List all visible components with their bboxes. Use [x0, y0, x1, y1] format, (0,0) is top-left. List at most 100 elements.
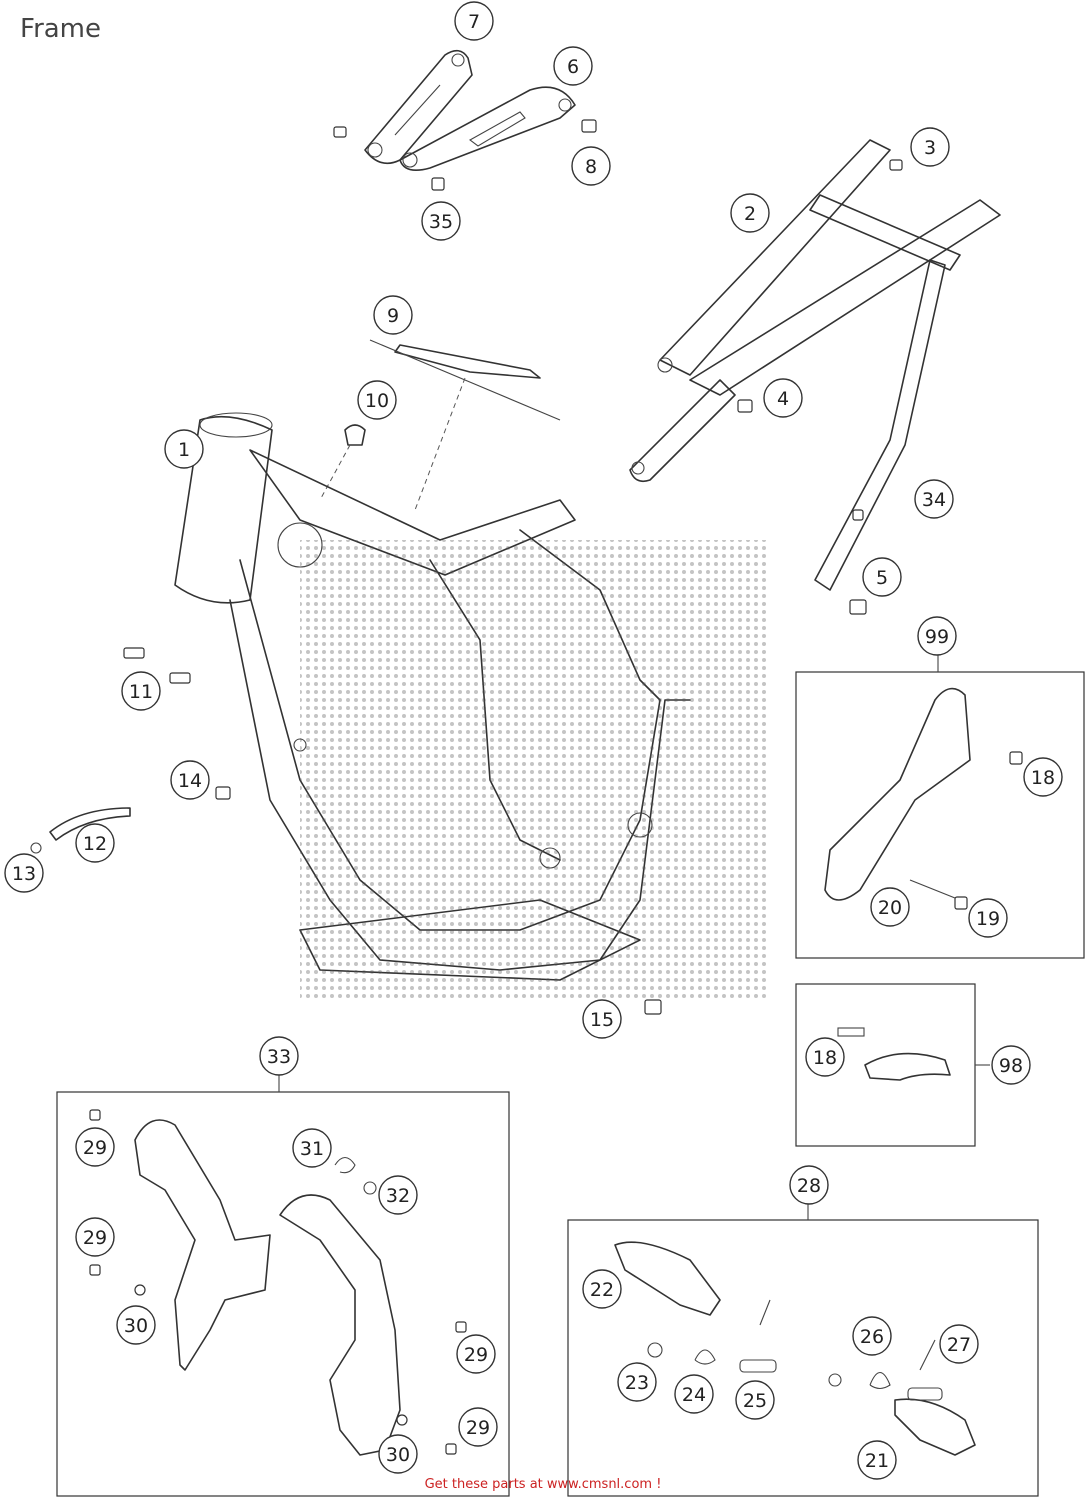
callout-label: 11 — [129, 681, 153, 703]
callout-label: 13 — [12, 863, 36, 885]
callout-label: 7 — [468, 11, 480, 33]
callout-25: 25 — [735, 1380, 775, 1420]
callout-label: 98 — [999, 1055, 1023, 1077]
callout-15: 15 — [582, 999, 622, 1039]
callout-9: 9 — [373, 295, 413, 335]
callout-circle — [553, 46, 593, 86]
callout-label: 34 — [922, 489, 946, 511]
part-subframe-2 — [629, 139, 1001, 591]
watermark-pattern — [300, 540, 770, 1000]
callout-28: 28 — [789, 1165, 829, 1205]
nut-34 — [852, 509, 864, 521]
callout-circle — [421, 201, 461, 241]
callout-31: 31 — [292, 1128, 332, 1168]
bolt-15 — [644, 999, 662, 1015]
callout-circle — [456, 1334, 496, 1374]
callout-circle — [116, 1305, 156, 1345]
callout-29c: 29 — [456, 1334, 496, 1374]
hose-12 — [49, 807, 131, 841]
callout-label: 28 — [797, 1175, 821, 1197]
bolt-3 — [889, 159, 903, 171]
callout-label: 22 — [590, 1279, 614, 1301]
callout-29d: 29 — [458, 1407, 498, 1447]
callout-circle — [259, 1036, 299, 1076]
callout-23: 23 — [617, 1362, 657, 1402]
nut-14 — [215, 786, 231, 800]
callout-circle — [582, 999, 622, 1039]
callout-label: 29 — [466, 1417, 490, 1439]
footer-link[interactable]: Get these parts at www.cmsnl.com ! — [424, 1477, 662, 1492]
clip-10 — [319, 424, 366, 501]
screws-29 — [89, 1109, 467, 1455]
callout-label: 24 — [682, 1384, 706, 1406]
callout-30b: 30 — [378, 1434, 418, 1474]
callout-label: 25 — [743, 1390, 767, 1412]
callout-label: 31 — [300, 1138, 324, 1160]
callout-circle — [582, 1269, 622, 1309]
callout-7: 7 — [454, 1, 494, 41]
callout-3: 3 — [910, 127, 950, 167]
page-title: Frame — [20, 14, 102, 44]
nut-18-stand — [1009, 751, 1023, 765]
callout-circle — [378, 1175, 418, 1215]
callout-circle — [939, 1324, 979, 1364]
cotter-pin-27 — [919, 1339, 936, 1371]
callout-label: 20 — [878, 897, 902, 919]
callout-32: 32 — [378, 1175, 418, 1215]
bolt-7 — [333, 126, 347, 138]
callout-33: 33 — [259, 1036, 299, 1076]
callout-circle — [121, 671, 161, 711]
callout-label: 29 — [83, 1227, 107, 1249]
callout-circle — [357, 380, 397, 420]
callout-10: 10 — [357, 380, 397, 420]
spring-26 — [869, 1371, 891, 1390]
callout-6: 6 — [553, 46, 593, 86]
callout-circle — [917, 616, 957, 656]
part-plate-9 — [369, 339, 561, 511]
callout-circle — [789, 1165, 829, 1205]
callout-29b: 29 — [75, 1217, 115, 1257]
callout-35: 35 — [421, 201, 461, 241]
callout-label: 9 — [387, 305, 399, 327]
callout-label: 4 — [777, 388, 789, 410]
bolt-35 — [431, 177, 445, 191]
callout-14: 14 — [170, 760, 210, 800]
callout-label: 3 — [924, 137, 936, 159]
callout-18b: 18 — [805, 1037, 845, 1077]
callout-circle — [910, 127, 950, 167]
callout-circle — [571, 146, 611, 186]
callout-20: 20 — [870, 887, 910, 927]
callout-label: 23 — [625, 1372, 649, 1394]
callout-circle — [1023, 757, 1063, 797]
group-box-33 — [56, 1091, 510, 1497]
callout-circle — [373, 295, 413, 335]
callout-21: 21 — [857, 1440, 897, 1480]
callout-label: 2 — [744, 203, 756, 225]
callout-circle — [458, 1407, 498, 1447]
callout-circle — [914, 479, 954, 519]
callout-18a: 18 — [1023, 757, 1063, 797]
callout-label: 5 — [876, 567, 888, 589]
callout-12: 12 — [75, 823, 115, 863]
callout-8: 8 — [571, 146, 611, 186]
callout-label: 10 — [365, 390, 389, 412]
callout-label: 30 — [386, 1444, 410, 1466]
callout-2: 2 — [730, 193, 770, 233]
cotter-pin — [759, 1299, 771, 1326]
group-box-99 — [795, 671, 1085, 959]
bolt-4 — [737, 399, 753, 413]
callout-label: 18 — [813, 1047, 837, 1069]
callout-label: 21 — [865, 1450, 889, 1472]
callout-label: 8 — [585, 156, 597, 178]
callout-label: 27 — [947, 1334, 971, 1356]
callout-label: 15 — [590, 1009, 614, 1031]
callout-circle — [862, 557, 902, 597]
clamp-13 — [30, 842, 42, 854]
callout-26: 26 — [852, 1316, 892, 1356]
callout-30a: 30 — [116, 1305, 156, 1345]
callout-29a: 29 — [75, 1127, 115, 1167]
callout-circle — [852, 1316, 892, 1356]
bolt-19 — [954, 896, 968, 910]
clip-31 — [334, 1156, 356, 1174]
